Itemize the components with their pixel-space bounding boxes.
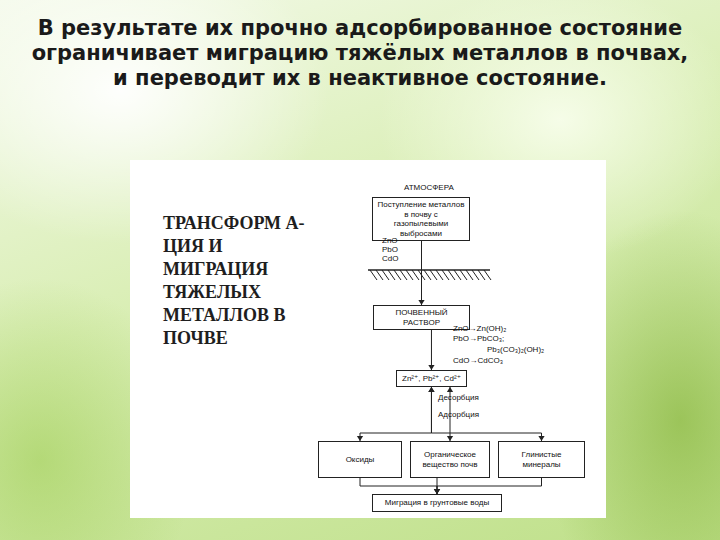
annotation: Десорбция bbox=[438, 393, 479, 403]
hatch-stroke bbox=[442, 270, 449, 280]
label-text: CdO bbox=[382, 254, 398, 263]
process-box: Оксиды bbox=[318, 441, 402, 478]
label-text: PbO→PbCO₃; bbox=[453, 334, 504, 343]
box-text: ПОЧВЕННЫЙ РАСТВОР bbox=[378, 308, 465, 327]
hatch-stroke bbox=[472, 270, 479, 280]
annotation: PbO bbox=[382, 245, 398, 255]
arrow-head bbox=[447, 387, 453, 392]
hatch-stroke bbox=[412, 270, 419, 280]
connector-line bbox=[431, 387, 541, 441]
annotation: PbO→PbCO₃; bbox=[453, 334, 504, 344]
label-text: PbO bbox=[382, 245, 398, 254]
label-text: ТРАНСФОРМ А-ЦИЯ И МИГРАЦИЯ ТЯЖЕЛЫХ МЕТАЛ… bbox=[163, 213, 305, 348]
flow-arrow bbox=[428, 330, 434, 370]
flow-arrow bbox=[360, 478, 440, 494]
process-box: Поступление металлов в почву с газопылев… bbox=[372, 197, 470, 241]
connector-line bbox=[421, 241, 422, 305]
ground-hatching bbox=[370, 270, 491, 280]
connector-line bbox=[431, 330, 432, 370]
arrow-head bbox=[428, 387, 434, 392]
ground-line bbox=[368, 269, 490, 270]
process-box: Миграция в грунтовые воды bbox=[372, 494, 502, 512]
box-text: Zn²⁺, Pb²⁺, Cd²⁺ bbox=[402, 374, 461, 384]
annotation: ZnO bbox=[382, 236, 398, 246]
connector-line bbox=[360, 478, 437, 494]
hatch-stroke bbox=[382, 270, 389, 280]
hatch-stroke bbox=[388, 270, 395, 280]
hatch-stroke bbox=[478, 270, 485, 280]
flow-arrow bbox=[357, 387, 435, 441]
diagram-heading: ТРАНСФОРМ А-ЦИЯ И МИГРАЦИЯ ТЯЖЕЛЫХ МЕТАЛ… bbox=[163, 212, 318, 350]
annotation: CdO bbox=[382, 254, 398, 264]
label-text: Pb₃(CO₃)₂(OH)₂ bbox=[487, 345, 544, 354]
annotation: Pb₃(CO₃)₂(OH)₂ bbox=[487, 345, 544, 355]
hatch-stroke bbox=[460, 270, 467, 280]
hatch-stroke bbox=[454, 270, 461, 280]
annotation: CdO→CdCO₃ bbox=[453, 356, 503, 366]
label-text: Адсорбция bbox=[438, 410, 479, 419]
hatch-stroke bbox=[430, 270, 437, 280]
hatch-stroke bbox=[466, 270, 473, 280]
connector-line bbox=[360, 387, 431, 441]
hatch-stroke bbox=[406, 270, 413, 280]
annotation: ZnO→Zn(OH)₂ bbox=[453, 324, 506, 334]
box-text: Органическое вещество почв bbox=[415, 450, 485, 469]
hatch-stroke bbox=[376, 270, 383, 280]
process-box: Zn²⁺, Pb²⁺, Cd²⁺ bbox=[396, 370, 467, 387]
flow-arrow bbox=[434, 478, 542, 494]
hatch-stroke bbox=[394, 270, 401, 280]
hatch-stroke bbox=[484, 270, 491, 280]
box-text: Поступление металлов в почву с газопылев… bbox=[377, 200, 465, 238]
hatch-stroke bbox=[436, 270, 443, 280]
label-text: ZnO bbox=[382, 236, 398, 245]
process-box: Органическое вещество почв bbox=[410, 441, 490, 478]
hatch-stroke bbox=[424, 270, 431, 280]
label-text: Десорбция bbox=[438, 393, 479, 402]
box-text: Оксиды bbox=[346, 455, 375, 465]
label-text: ZnO→Zn(OH)₂ bbox=[453, 324, 506, 333]
annotation: Адсорбция bbox=[438, 410, 479, 420]
hatch-stroke bbox=[370, 270, 377, 280]
hatch-stroke bbox=[400, 270, 407, 280]
arrow-head bbox=[428, 387, 434, 392]
box-text: Миграция в грунтовые воды bbox=[385, 498, 489, 508]
box-text: Глинистые минералы bbox=[503, 450, 580, 469]
label-text: CdO→CdCO₃ bbox=[453, 356, 503, 365]
annotation: АТМОСФЕРА bbox=[404, 183, 454, 193]
process-box: Глинистые минералы bbox=[498, 441, 585, 478]
label-text: АТМОСФЕРА bbox=[404, 183, 454, 192]
hatch-stroke bbox=[448, 270, 455, 280]
flow-arrow bbox=[428, 387, 544, 441]
slide-title: В результате их прочно адсорбированное с… bbox=[25, 16, 695, 91]
connector-line bbox=[437, 478, 542, 494]
flow-arrow bbox=[418, 241, 424, 305]
